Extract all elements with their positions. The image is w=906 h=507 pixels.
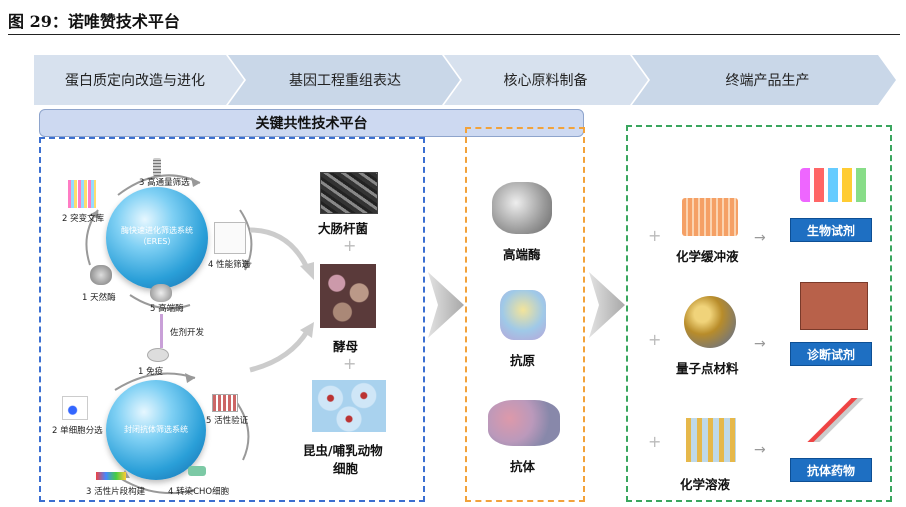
quantum-dot-icon — [684, 296, 736, 348]
buffer-plate-icon — [682, 198, 738, 236]
host-cell-label: 细胞 — [333, 461, 359, 476]
mouse-icon — [147, 348, 169, 362]
enzyme-structure-icon — [492, 182, 552, 234]
chevron-3 — [444, 55, 648, 105]
reagent-tubes-icon — [800, 168, 870, 202]
product-diagnostic: 诊断试剂 — [790, 342, 872, 366]
product-box — [626, 125, 892, 502]
chevron-2 — [228, 55, 460, 105]
eres-step-5: 5 高端酶 — [150, 304, 184, 314]
pipette-icon — [153, 158, 161, 176]
eres-label-line1: 酶快速进化筛选系统 — [121, 226, 193, 235]
ampoule-icon — [686, 418, 736, 462]
adjuvant-label: 佐剂开发 — [170, 328, 205, 338]
high-end-enzyme-icon — [150, 284, 172, 302]
raw-enzyme-label: 高端酶 — [503, 247, 541, 262]
cho-cell-icon — [188, 466, 206, 476]
process-chevrons — [34, 55, 896, 105]
material-solution-label: 化学溶液 — [680, 477, 731, 492]
chevron-4 — [632, 55, 896, 105]
eres-cycle-arrows — [85, 174, 253, 310]
antibody-structure-icon — [488, 400, 560, 446]
antibody-sphere-label: 封闭抗体筛选系统 — [124, 425, 188, 434]
product-antibody-drug: 抗体药物 — [790, 458, 872, 482]
figure-title: 图 29：诺唯赞技术平台 — [8, 12, 180, 31]
product-bio-reagent: 生物试剂 — [790, 218, 872, 242]
fragment-construct-icon — [96, 472, 126, 480]
eres-sphere-label: 酶快速进化筛选系统 （ERES） — [110, 225, 204, 247]
native-enzyme-icon — [90, 265, 112, 285]
eres-label-line2: （ERES） — [138, 237, 176, 246]
arrow-to-product-1: → — [754, 230, 766, 246]
plate-icon — [212, 394, 238, 412]
diagnostic-kit-icon — [800, 282, 868, 330]
yeast-micrograph-icon — [320, 264, 376, 328]
connector-line — [160, 314, 163, 348]
antibody-step-1: 1 免疫 — [138, 367, 164, 377]
process-step-2: 基因工程重组表达 — [289, 73, 401, 89]
host-insect-label: 昆虫/哺乳动物 — [303, 443, 383, 458]
raw-antibody-label: 抗体 — [510, 459, 536, 474]
process-step-1: 蛋白质定向改造与进化 — [65, 73, 205, 89]
process-step-3: 核心原料制备 — [503, 73, 588, 89]
host-yeast-label: 酵母 — [333, 339, 359, 354]
platform-bar: 关键共性技术平台 — [39, 109, 584, 137]
plus-sign-3: + — [648, 226, 662, 245]
process-step-4: 终端产品生产 — [725, 73, 810, 89]
title-rule — [8, 34, 900, 35]
plus-sign-2: + — [343, 354, 357, 373]
antibody-cycle-arrows — [114, 372, 250, 495]
mutant-library-icon — [68, 180, 96, 208]
arrow-right-icon — [428, 272, 464, 338]
arrow-right-icon-2 — [589, 272, 625, 338]
performance-chart-icon — [214, 222, 246, 254]
raw-antigen-label: 抗原 — [510, 353, 536, 368]
platform-box — [39, 137, 425, 502]
cell-culture-icon — [312, 380, 386, 432]
antibody-step-2: 2 单细胞分选 — [52, 426, 103, 436]
raw-material-box — [465, 127, 585, 502]
arrow-to-product-3: → — [754, 442, 766, 458]
material-buffer-label: 化学缓冲液 — [676, 249, 739, 264]
material-qdot-label: 量子点材料 — [676, 361, 739, 376]
eres-step-1: 1 天然酶 — [82, 293, 116, 303]
plus-sign-4: + — [648, 330, 662, 349]
eres-step-2: 2 突变文库 — [62, 214, 105, 224]
eres-step-4: 4 性能筛选 — [208, 260, 251, 270]
eres-sphere — [106, 187, 208, 289]
antigen-structure-icon — [500, 290, 546, 340]
arrow-to-product-2: → — [754, 336, 766, 352]
antibody-step-5: 5 活性验证 — [206, 416, 249, 426]
syringe-icon — [806, 398, 864, 442]
eres-step-3: 3 高通量筛选 — [139, 178, 190, 188]
cell-sort-plot-icon — [62, 396, 88, 420]
plus-sign-1: + — [343, 236, 357, 255]
host-ecoli-label: 大肠杆菌 — [318, 221, 369, 236]
ecoli-micrograph-icon — [320, 172, 378, 214]
plus-sign-5: + — [648, 432, 662, 451]
antibody-step-3: 3 活性片段构建 — [86, 487, 146, 497]
antibody-sphere — [106, 380, 206, 480]
host-arrows — [249, 227, 314, 373]
chevron-1 — [34, 55, 244, 105]
antibody-step-4: 4 转染CHO细胞 — [168, 487, 230, 497]
